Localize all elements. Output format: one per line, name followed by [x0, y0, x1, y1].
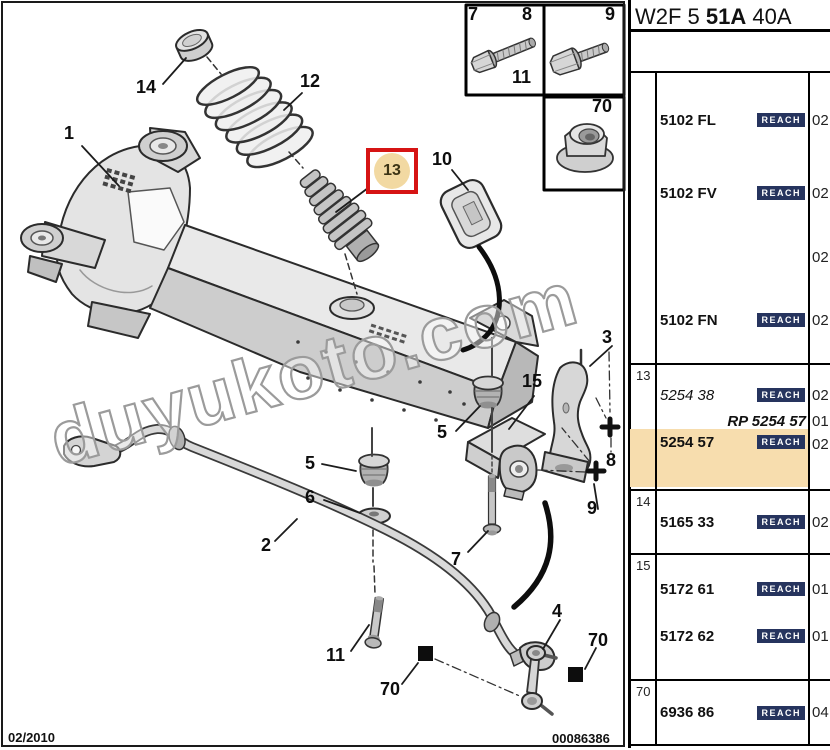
part-row[interactable]: 5254 57 REACH 02 — [630, 429, 830, 487]
part-row[interactable]: 5172 61 REACH 01 — [630, 557, 830, 621]
group-index: 13 — [636, 368, 651, 383]
figure-code-prefix: W2F 5 — [635, 4, 706, 29]
quantity: 02 — [812, 248, 829, 266]
table-group-top: 5102 FL REACH 02 5102 FV REACH 02 02 5102 FN REA… — [630, 73, 830, 365]
figure-code-main: 51A — [705, 4, 747, 29]
quantity: 02 — [812, 436, 829, 453]
exploded-parts-diagram — [20, 3, 626, 716]
group-index: 70 — [636, 684, 651, 699]
quantity: 02 — [812, 111, 829, 129]
routing-curve — [511, 500, 554, 610]
header-underline — [628, 29, 830, 32]
part-number: 5172 62 — [660, 627, 715, 645]
heat-shield-drawing — [439, 179, 503, 249]
quantity: 01 — [812, 580, 829, 598]
index-column-line — [655, 73, 657, 746]
assembly-dashes — [206, 56, 376, 595]
revision-date: 02/2010 — [8, 730, 55, 745]
bolt11-drawing — [364, 596, 385, 649]
figure-code: W2F 5 51A 40A — [635, 4, 792, 30]
spring-cap-drawing — [175, 29, 214, 62]
panel-divider — [628, 0, 631, 748]
part-number: 5172 61 — [660, 580, 715, 598]
part-number: RP 5254 57 — [727, 412, 806, 430]
quantity: 04 — [812, 704, 829, 721]
reach-badge[interactable]: REACH — [757, 582, 805, 596]
reach-badge[interactable]: REACH — [757, 186, 805, 200]
part-row[interactable]: RP 5254 57 01 — [630, 412, 830, 430]
document-number: 00086386 — [552, 731, 610, 746]
part-row: 02 — [630, 227, 830, 287]
stabilizer-link-drawing — [521, 645, 558, 716]
knuckle-bracket-drawing — [541, 348, 592, 483]
part-row[interactable]: 6936 86 REACH 04 — [630, 681, 830, 744]
reach-badge[interactable]: REACH — [757, 313, 805, 327]
table-group-70: 70 6936 86 REACH 04 — [630, 681, 830, 746]
table-group-14: 14 5165 33 REACH 02 — [630, 491, 830, 555]
mount-bracket-drawing — [465, 417, 546, 501]
bump-stop-boot-drawing — [299, 169, 380, 263]
bushing-drawing — [358, 453, 390, 487]
part-row[interactable]: 5165 33 REACH 02 — [630, 491, 830, 553]
reach-badge[interactable]: REACH — [757, 113, 805, 127]
cable-curve — [460, 244, 502, 353]
figure-code-suffix: 40A — [746, 4, 792, 29]
quantity: 02 — [812, 311, 829, 329]
leader-lines — [81, 57, 613, 685]
reach-badge[interactable]: REACH — [757, 515, 805, 529]
part-number: 6936 86 — [660, 704, 715, 721]
reach-badge[interactable]: REACH — [757, 435, 805, 449]
qty-column-line — [808, 73, 810, 746]
part-number: 5254 57 — [660, 434, 715, 451]
quantity: 02 — [812, 513, 829, 531]
quantity: 02 — [812, 386, 829, 404]
table-group-15: 15 5172 61 REACH 01 5172 62 REACH 01 — [630, 555, 830, 681]
part-row[interactable]: 5102 FN REACH 02 — [630, 287, 830, 353]
group-index: 14 — [636, 494, 651, 509]
quantity: 01 — [812, 627, 829, 645]
part-number: 5102 FL — [660, 111, 716, 129]
parts-table: 5102 FL REACH 02 5102 FV REACH 02 02 5102 FN REA… — [630, 71, 830, 746]
reach-badge[interactable]: REACH — [757, 629, 805, 643]
quantity: 02 — [812, 184, 829, 202]
bushing-drawing — [472, 375, 504, 409]
part-row[interactable]: 5102 FL REACH 02 — [630, 81, 830, 159]
coil-spring-drawing — [195, 65, 314, 169]
part-row[interactable]: 5254 38 REACH 02 — [630, 377, 830, 413]
table-group-13: 13 5254 38 REACH 02 RP 5254 57 01 5254 57 REACH… — [630, 365, 830, 491]
reach-badge[interactable]: REACH — [757, 388, 805, 402]
part-number: 5102 FN — [660, 311, 718, 329]
assembly-dashdots — [434, 351, 612, 698]
stabilizer-bar-drawing — [63, 424, 556, 671]
parts-panel: W2F 5 51A 40A 5102 FL REACH 02 5102 FV REACH… — [628, 0, 830, 750]
plus-marker — [585, 416, 621, 482]
part-number: 5102 FV — [660, 184, 717, 202]
bolt-short-icon — [549, 42, 610, 76]
quantity: 01 — [812, 412, 829, 430]
subframe-crossmember-drawing — [20, 127, 539, 429]
reach-badge[interactable]: REACH — [757, 705, 805, 720]
part-number: 5254 38 — [660, 386, 715, 404]
part-row[interactable]: 5172 62 REACH 01 — [630, 621, 830, 651]
flange-nut-icon — [556, 123, 614, 173]
bolt-long-icon — [470, 37, 536, 74]
group-index: 15 — [636, 558, 651, 573]
part-number: 5165 33 — [660, 513, 715, 531]
inset-boxes — [464, 3, 626, 192]
part-row[interactable]: 5102 FV REACH 02 — [630, 159, 830, 227]
